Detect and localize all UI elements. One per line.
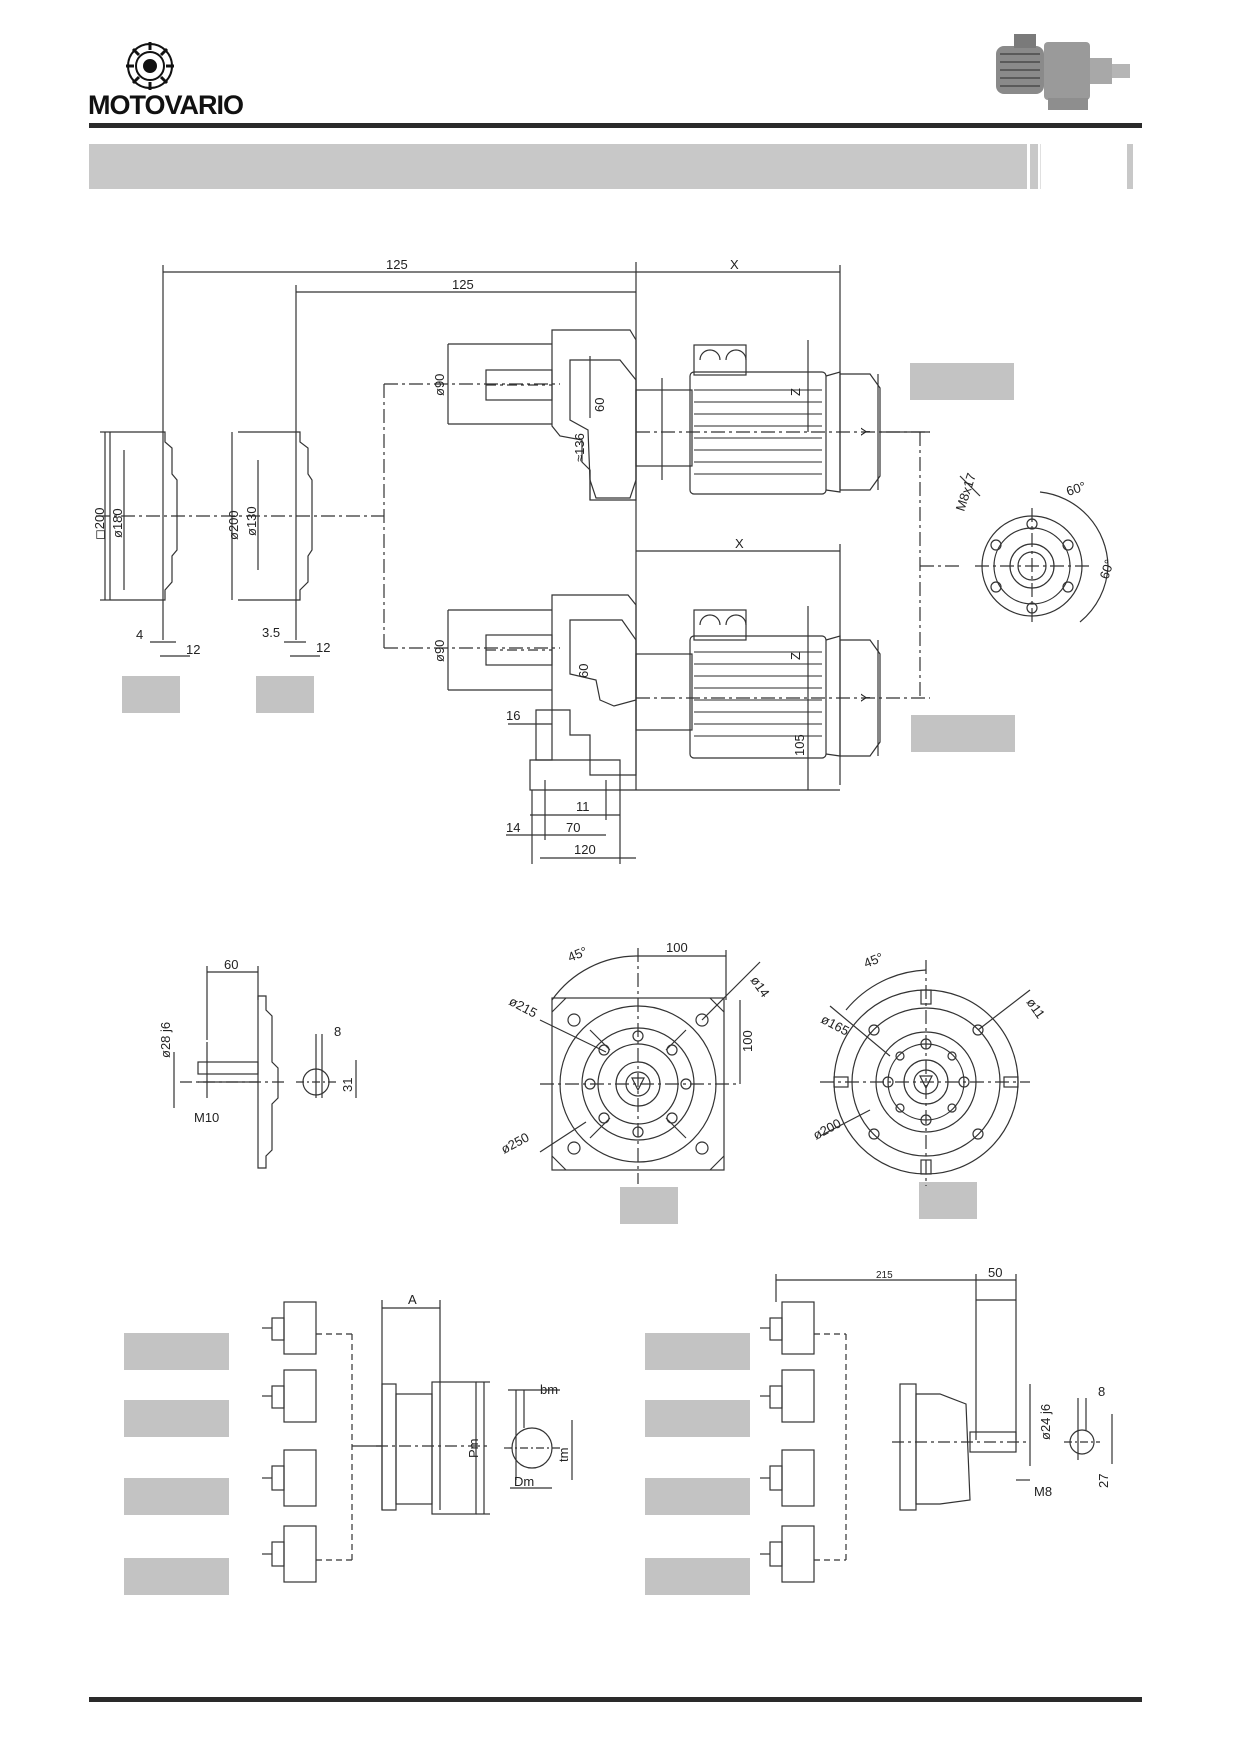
dim-approx-136: ≈136 bbox=[572, 433, 587, 462]
dim-4: 4 bbox=[136, 627, 143, 642]
label-box-right-2 bbox=[645, 1400, 750, 1437]
label-box-flange-round bbox=[919, 1182, 977, 1219]
dim-square-200: ◻200 bbox=[92, 508, 107, 540]
dim-100-horizontal: 100 bbox=[666, 940, 688, 955]
label-box-right-4 bbox=[645, 1558, 750, 1595]
label-box-left-1 bbox=[124, 1333, 229, 1370]
dim-14: 14 bbox=[506, 820, 520, 835]
dim-dm: Dm bbox=[514, 1474, 534, 1489]
dim-angle-45-round: 45° bbox=[862, 950, 886, 971]
footer-rule bbox=[89, 1697, 1142, 1702]
dim-phi200: ø200 bbox=[226, 510, 241, 540]
dim-phi24-j6: ø24 j6 bbox=[1038, 1404, 1053, 1440]
dim-y-top: Y bbox=[858, 427, 873, 436]
dim-pm: Pm bbox=[466, 1439, 481, 1459]
dim-phi11: ø11 bbox=[1024, 995, 1049, 1021]
title-band-separator bbox=[1030, 144, 1038, 189]
label-box-motor-bottom bbox=[911, 715, 1015, 752]
dim-125-outer: 125 bbox=[386, 257, 408, 272]
label-box-left-4 bbox=[124, 1558, 229, 1595]
dim-angle-60-b: 60° bbox=[1097, 558, 1117, 581]
label-box-motor-top bbox=[910, 363, 1014, 400]
dim-phi90-bottom: ø90 bbox=[432, 640, 447, 662]
label-box-right-3 bbox=[645, 1478, 750, 1515]
label-box-flange-1 bbox=[122, 676, 180, 713]
dim-60-bottom: 60 bbox=[576, 664, 591, 678]
dim-z-top: Z bbox=[788, 388, 803, 396]
dim-11: 11 bbox=[576, 799, 590, 814]
dim-16: 16 bbox=[506, 708, 520, 723]
dim-50: 50 bbox=[988, 1265, 1002, 1280]
dim-phi90-top: ø90 bbox=[432, 374, 447, 396]
dim-m8: M8 bbox=[1034, 1484, 1052, 1499]
dim-phi180: ø180 bbox=[110, 508, 125, 538]
page-number-box bbox=[1040, 144, 1125, 189]
dim-z-bottom: Z bbox=[788, 652, 803, 660]
dim-m10: M10 bbox=[194, 1110, 219, 1125]
dim-100-vertical: 100 bbox=[740, 1030, 755, 1052]
dim-phi165: ø165 bbox=[819, 1011, 852, 1038]
dim-y-bottom: Y bbox=[858, 693, 873, 702]
label-box-left-3 bbox=[124, 1478, 229, 1515]
dim-phi14: ø14 bbox=[748, 973, 773, 1000]
dim-x-top: X bbox=[730, 257, 739, 272]
dim-phi250: ø250 bbox=[498, 1129, 531, 1156]
dim-27: 27 bbox=[1096, 1474, 1111, 1488]
dim-3-5: 3.5 bbox=[262, 625, 280, 640]
dim-a: A bbox=[408, 1292, 417, 1307]
header-rule bbox=[89, 123, 1142, 128]
dim-phi28-j6: ø28 j6 bbox=[158, 1022, 173, 1058]
label-box-flange-2 bbox=[256, 676, 314, 713]
dim-120: 120 bbox=[574, 842, 596, 857]
dim-70: 70 bbox=[566, 820, 580, 835]
brand-logo: MOTOVARIO bbox=[88, 40, 260, 120]
dim-12-b: 12 bbox=[316, 640, 330, 655]
gear-flower-logo-icon bbox=[126, 42, 174, 90]
dim-angle-45-square: 45° bbox=[566, 944, 590, 965]
dim-phi130: ø130 bbox=[244, 506, 259, 536]
title-band bbox=[89, 144, 1027, 189]
dim-60-shaft: 60 bbox=[224, 957, 238, 972]
dim-phi215: ø215 bbox=[507, 993, 540, 1020]
dim-m8x17: M8x17 bbox=[953, 471, 979, 513]
dim-8-right: 8 bbox=[1098, 1384, 1105, 1399]
label-box-right-1 bbox=[645, 1333, 750, 1370]
dim-x-bottom: X bbox=[735, 536, 744, 551]
dim-105: 105 bbox=[792, 734, 807, 756]
dim-tm: tm bbox=[556, 1448, 571, 1462]
dim-angle-60-a: 60° bbox=[1064, 479, 1087, 499]
gearmotor-image bbox=[988, 28, 1138, 120]
title-band-tab bbox=[1127, 144, 1133, 189]
dim-8-key: 8 bbox=[334, 1024, 341, 1039]
label-box-flange-square bbox=[620, 1187, 678, 1224]
dim-31: 31 bbox=[340, 1078, 355, 1092]
brand-name: MOTOVARIO bbox=[88, 90, 244, 120]
dim-phi200-round: ø200 bbox=[810, 1115, 843, 1142]
label-box-left-2 bbox=[124, 1400, 229, 1437]
dim-125-inner: 125 bbox=[452, 277, 474, 292]
dim-12-a: 12 bbox=[186, 642, 200, 657]
dim-bm: bm bbox=[540, 1382, 558, 1397]
dim-60-top: 60 bbox=[592, 398, 607, 412]
dim-215: 215 bbox=[876, 1270, 893, 1281]
